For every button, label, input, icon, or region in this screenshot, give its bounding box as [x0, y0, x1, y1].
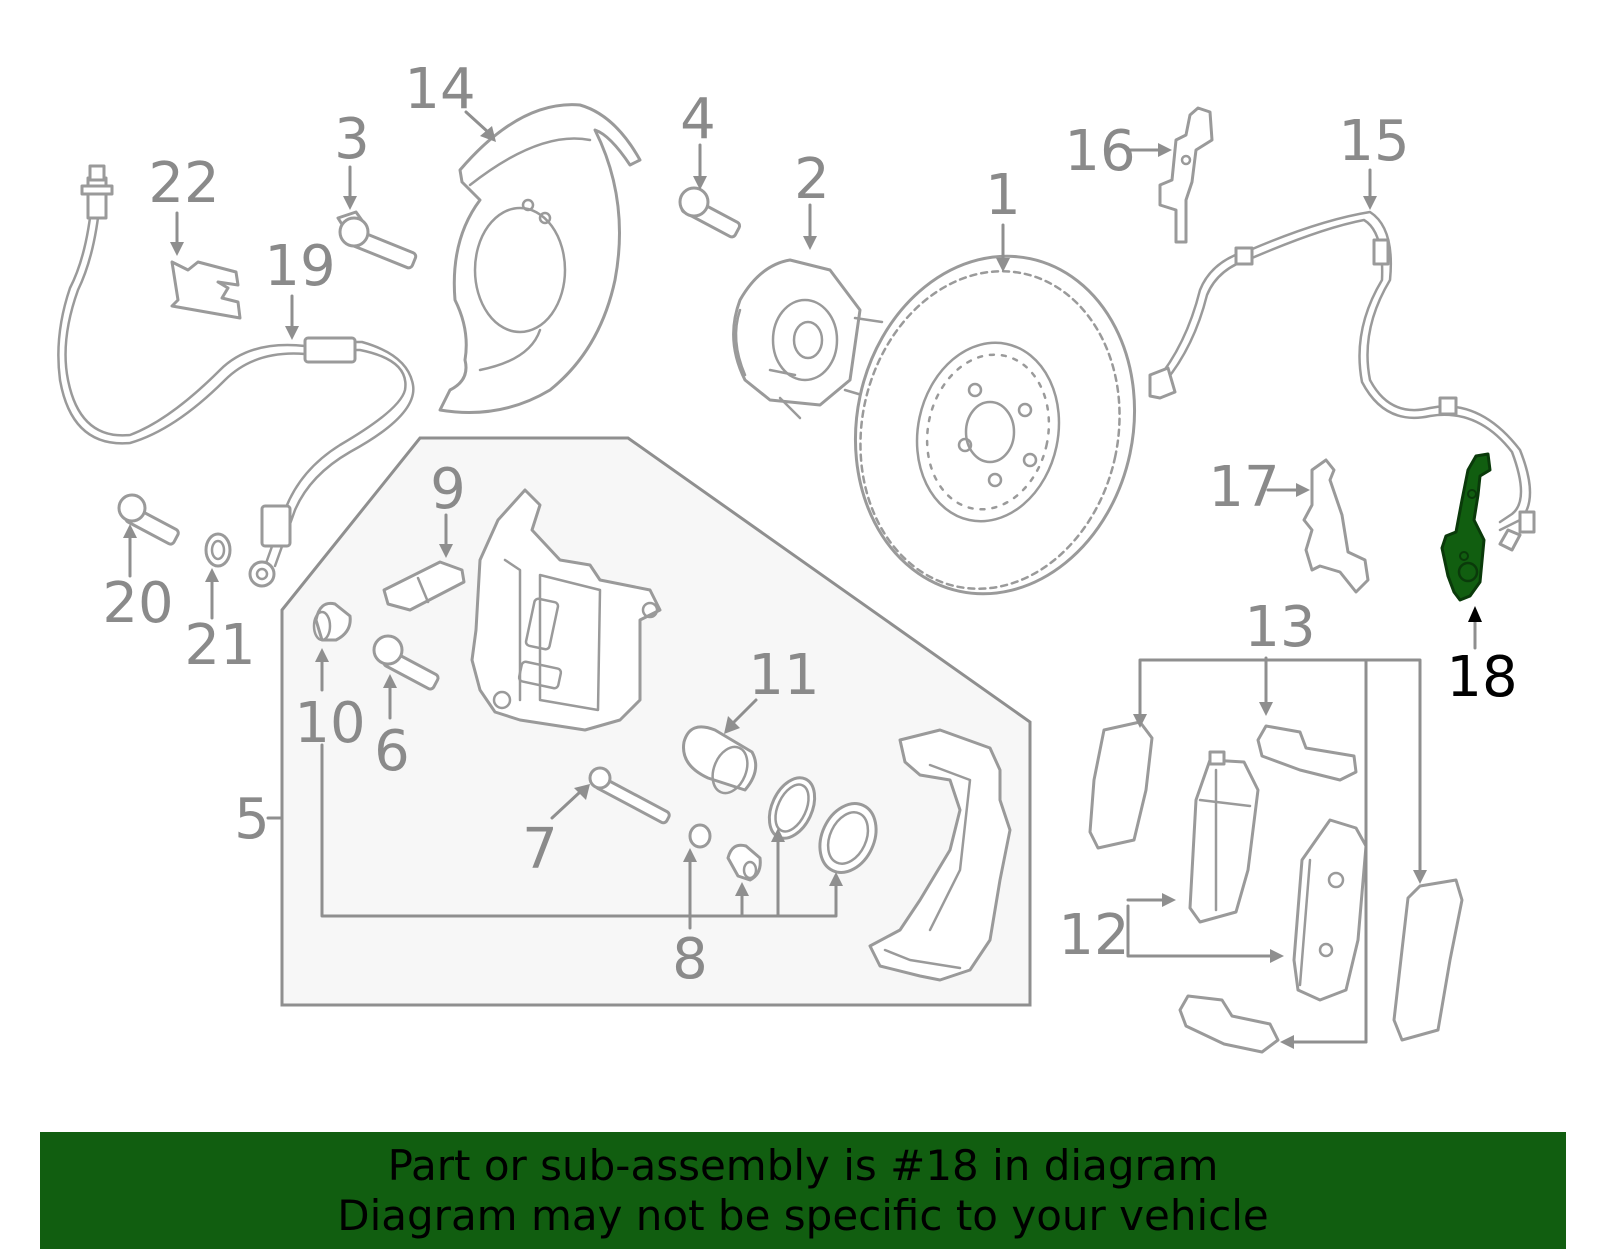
part-20-bolt: [117, 493, 180, 546]
callout-21: 21: [184, 613, 255, 678]
part-22-clip: [170, 260, 242, 320]
part-9-pin: [382, 560, 466, 612]
callout-14: 14: [404, 57, 475, 122]
leader-lines: [123, 110, 1482, 1049]
callout-9: 9: [430, 457, 466, 522]
callout-16: 16: [1064, 119, 1135, 184]
part-6-bolt: [372, 634, 440, 691]
callout-22: 22: [148, 151, 219, 216]
callout-17: 17: [1208, 455, 1279, 520]
callout-1: 1: [985, 163, 1021, 228]
part-1-rotor: [853, 254, 1137, 596]
part-3-bolt: [336, 210, 418, 270]
part-12-brake-pads: [1188, 750, 1368, 1002]
part-16-bracket: [1158, 106, 1214, 244]
callout-7: 7: [522, 817, 558, 882]
callout-19: 19: [264, 234, 335, 299]
callout-11: 11: [748, 643, 819, 708]
part-15-abs-wire: [1148, 210, 1536, 552]
part-18-wire-clip-highlighted: [1440, 452, 1492, 602]
callout-18-highlighted: 18: [1446, 645, 1517, 710]
callout-5: 5: [234, 787, 270, 852]
part-2-hub: [732, 258, 884, 420]
part-17-bracket: [1302, 458, 1370, 594]
callout-15: 15: [1338, 109, 1409, 174]
info-banner: Part or sub-assembly is #18 in diagram D…: [40, 1132, 1566, 1249]
callout-8: 8: [672, 927, 708, 992]
part-11-piston: [682, 725, 758, 795]
banner-line-2: Diagram may not be specific to your vehi…: [337, 1190, 1269, 1240]
part-8-seals: [688, 776, 878, 882]
part-21-washer: [204, 532, 232, 568]
part-14-dust-shield: [438, 103, 642, 414]
banner-line-1: Part or sub-assembly is #18 in diagram: [387, 1140, 1219, 1190]
callout-20: 20: [102, 571, 173, 636]
callout-labels: 1 2 3 4 5 6 7 8 9 10 11 12 13 14 15 16 1…: [102, 57, 1517, 992]
callout-3: 3: [334, 107, 370, 172]
callout-12: 12: [1058, 903, 1129, 968]
callout-13: 13: [1244, 595, 1315, 660]
caliper-bracket: [868, 728, 1012, 982]
part-13-shims-clips: [1088, 720, 1464, 1054]
part-4-bolt: [678, 186, 742, 239]
callout-4: 4: [680, 87, 716, 152]
callout-2: 2: [794, 147, 830, 212]
part-19-brake-hose: [57, 164, 415, 588]
part-7-guide-pin: [588, 766, 671, 825]
callout-6: 6: [374, 719, 410, 784]
caliper-body: [470, 488, 662, 732]
callout-10: 10: [294, 691, 365, 756]
part-10-boot: [312, 601, 352, 642]
